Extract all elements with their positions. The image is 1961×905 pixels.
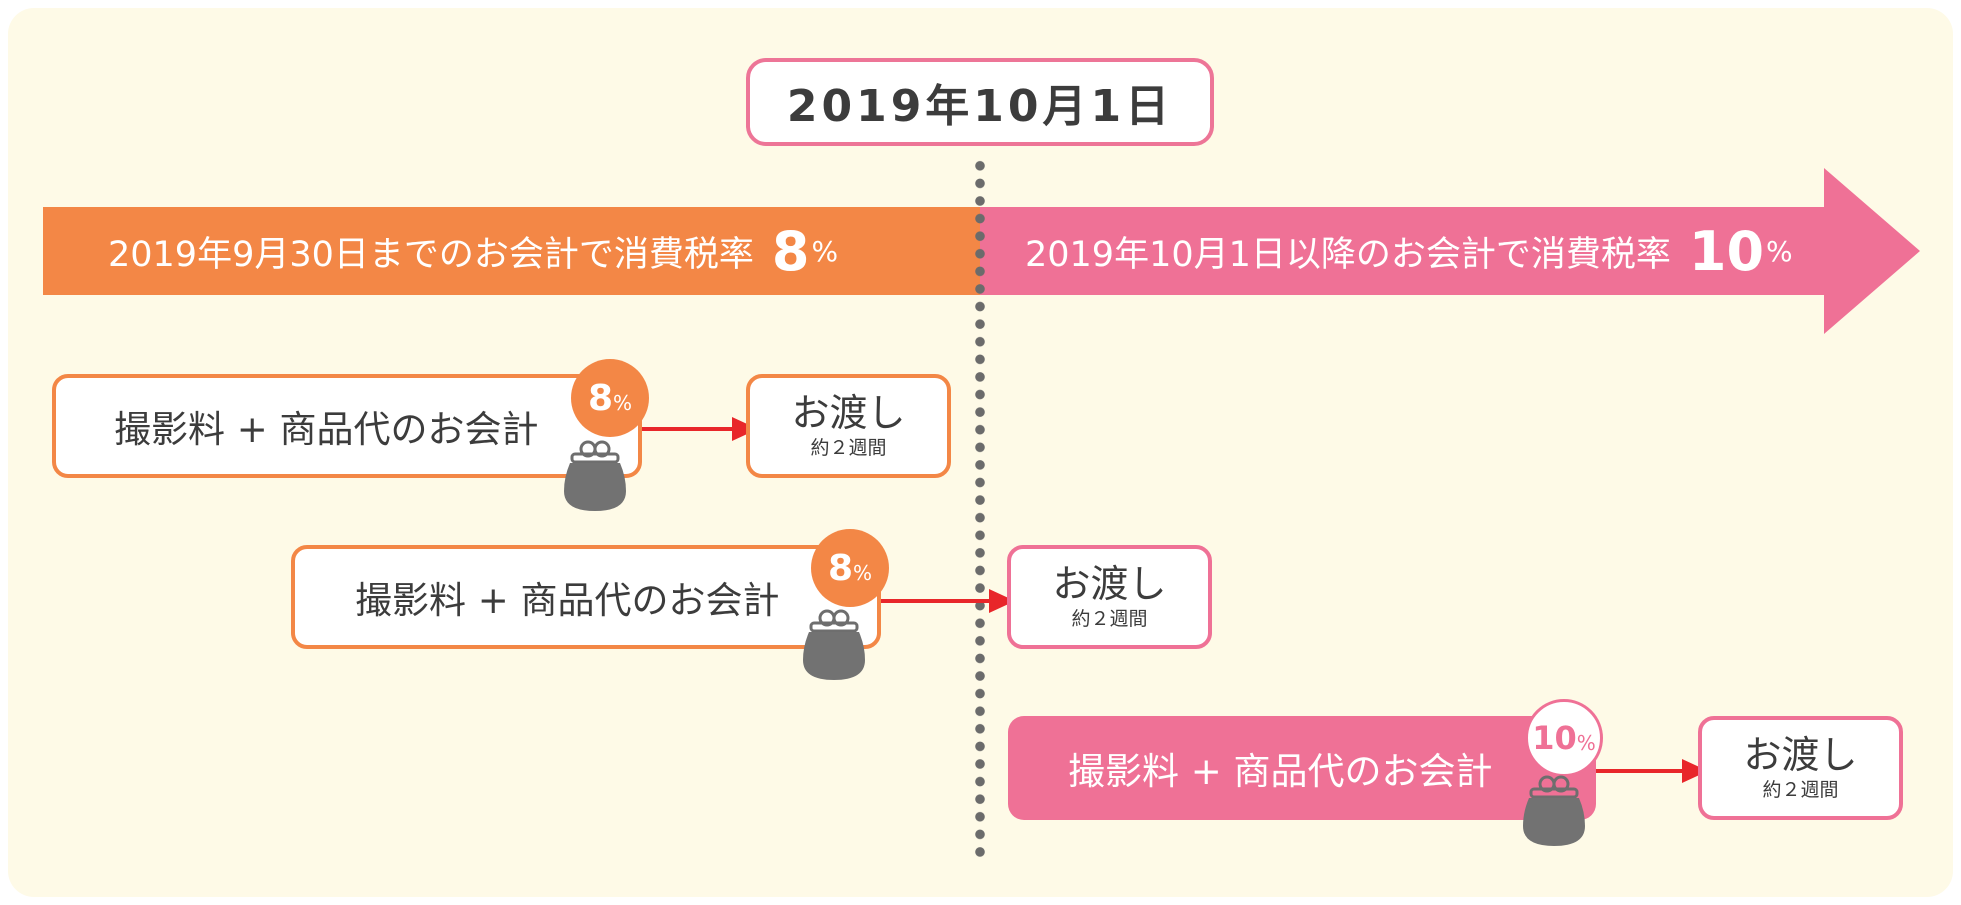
handover-label: お渡し [791, 391, 906, 435]
timeline-before-text: 2019年9月30日までのお会計で消費税率 [108, 234, 754, 275]
handover-label: お渡し [1052, 562, 1167, 606]
right-arrow-icon [881, 589, 1015, 613]
payment-box-1: 撮影料 + 商品代のお会計 [52, 374, 642, 478]
payment-box-2: 撮影料 + 商品代のお会計 [291, 545, 881, 649]
coin-purse-icon [564, 440, 626, 511]
payment-box-3: 撮影料 + 商品代のお会計 [1008, 716, 1596, 820]
tax-rate-value: 8 [827, 547, 854, 589]
handover-box-1: お渡し 約２週間 [746, 374, 951, 478]
date-divider-line [973, 157, 987, 864]
date-label-box: 2019年10月1日 [746, 58, 1214, 146]
tax-rate-badge-2: 8% [811, 529, 889, 607]
handover-duration: 約２週間 [1071, 608, 1148, 630]
tax-rate-value: 8 [587, 377, 614, 419]
handover-box-2: お渡し 約２週間 [1007, 545, 1212, 649]
handover-duration: 約２週間 [1762, 779, 1839, 801]
timeline-before-bar: 2019年9月30日までのお会計で消費税率 8% [43, 207, 980, 295]
right-arrow-icon [1596, 759, 1708, 783]
handover-label: お渡し [1743, 733, 1858, 777]
handover-box-3: お渡し 約２週間 [1698, 716, 1903, 820]
coin-purse-icon [1523, 775, 1585, 846]
timeline-after-arrow [980, 168, 1920, 334]
timeline-before-unit: % [811, 234, 839, 268]
tax-rate-badge-1: 8% [571, 359, 649, 437]
tax-rate-unit: % [1576, 731, 1596, 755]
coin-purse-icon [803, 609, 865, 680]
payment-label: 撮影料 + 商品代のお会計 [1068, 750, 1493, 793]
handover-duration: 約２週間 [810, 437, 887, 459]
date-label: 2019年10月1日 [786, 81, 1174, 132]
timeline-after-rate: 10 [1688, 219, 1765, 283]
tax-rate-value: 10 [1532, 719, 1577, 757]
timeline-after-bar: 2019年10月1日以降のお会計で消費税率 10% [1025, 207, 1793, 295]
right-arrow-icon [642, 417, 758, 441]
timeline-after-unit: % [1766, 234, 1793, 268]
payment-label: 撮影料 + 商品代のお会計 [114, 408, 539, 451]
timeline-before-rate: 8 [771, 219, 810, 283]
tax-rate-badge-3: 10% [1525, 699, 1603, 777]
timeline-after-text: 2019年10月1日以降のお会計で消費税率 [1025, 234, 1671, 275]
tax-rate-unit: % [613, 391, 633, 415]
payment-label: 撮影料 + 商品代のお会計 [355, 579, 780, 622]
tax-rate-unit: % [853, 561, 873, 585]
